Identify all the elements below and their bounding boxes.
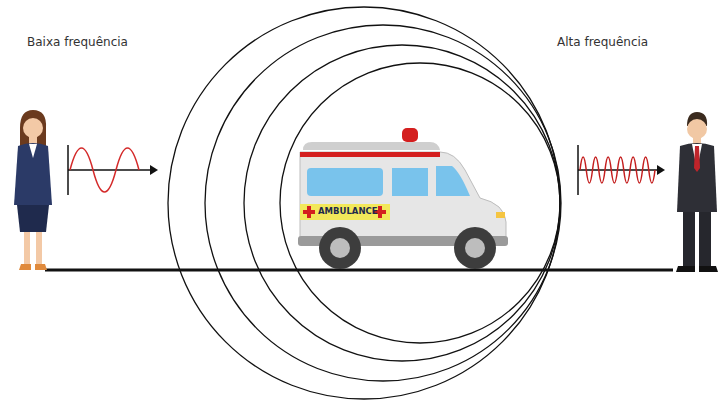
axis: [68, 169, 150, 171]
observer-label: Baixa frequência: [27, 35, 128, 49]
arrow-head: [657, 165, 665, 175]
red-cross: [303, 206, 315, 218]
wave-fronts: [168, 7, 561, 399]
wave-front: [280, 63, 560, 343]
high-frequency-wave: [578, 145, 665, 195]
leg: [24, 232, 30, 264]
arrow-head: [150, 165, 158, 175]
suit-jacket: [677, 143, 717, 212]
hub: [330, 238, 350, 258]
red-stripe: [300, 152, 440, 157]
headlight: [496, 212, 505, 218]
shoe: [676, 266, 695, 272]
head: [687, 119, 707, 139]
trouser-leg: [699, 212, 711, 266]
neck: [29, 136, 37, 144]
wheel: [319, 227, 361, 269]
vehicle-text: AMBULANCE: [318, 206, 378, 216]
sine-wave: [70, 148, 139, 192]
neck: [693, 137, 701, 144]
door-window: [392, 168, 428, 196]
hub: [465, 238, 485, 258]
wave-front: [205, 25, 561, 381]
tie: [694, 146, 700, 172]
side-window: [307, 168, 383, 196]
jacket: [14, 143, 52, 205]
man-figure: [676, 112, 718, 272]
skirt: [17, 205, 49, 232]
trouser-leg: [683, 212, 695, 266]
shoe: [699, 266, 718, 272]
collar: [29, 144, 37, 158]
observer-label: Alta frequência: [557, 35, 648, 49]
roof: [303, 142, 440, 150]
sine-wave: [580, 157, 655, 183]
wave-front: [168, 7, 560, 399]
shoe: [35, 264, 47, 270]
ambulance: [298, 128, 508, 269]
head: [23, 118, 43, 138]
windshield: [436, 166, 470, 196]
label-band: [300, 204, 390, 220]
leg: [36, 232, 42, 264]
low-frequency-wave: [68, 145, 158, 195]
shoe: [19, 264, 31, 270]
wave-front: [244, 45, 560, 361]
siren: [402, 128, 418, 142]
ground-line: [45, 269, 673, 272]
woman-figure: [14, 110, 52, 270]
wheel: [454, 227, 496, 269]
